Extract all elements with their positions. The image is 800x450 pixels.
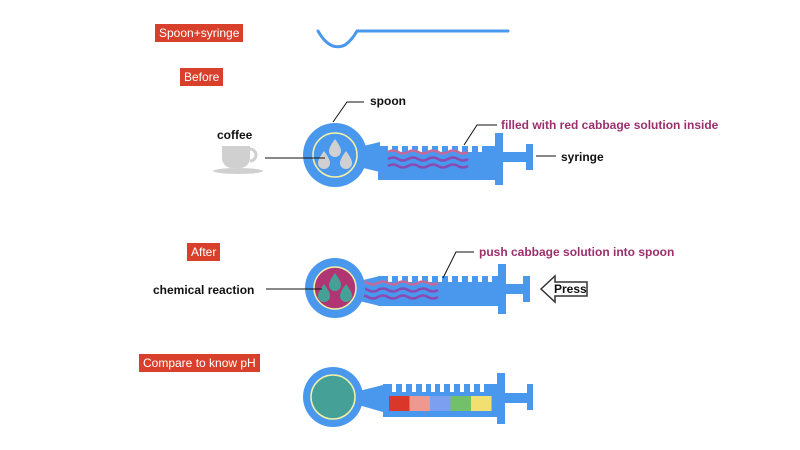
after-assembly: Press — [266, 251, 588, 318]
ph-result-circle — [310, 374, 356, 420]
label-filled: filled with red cabbage solution inside — [501, 118, 719, 132]
label-spoon: spoon — [370, 94, 406, 108]
ph-swatch-blue — [430, 396, 451, 411]
compare-assembly — [303, 367, 533, 427]
tag-before: Before — [180, 68, 224, 86]
label-coffee: coffee — [217, 128, 253, 142]
syringe-before — [355, 133, 533, 185]
tag-spoon-syringe: Spoon+syringe — [155, 24, 244, 42]
before-assembly — [213, 101, 556, 187]
ph-swatch-red — [389, 396, 410, 411]
ph-color-scale — [389, 396, 492, 411]
coffee-cup-icon — [213, 146, 263, 174]
label-syringe: syringe — [561, 150, 604, 164]
coffee-drops-icon — [318, 139, 352, 169]
tag-compare: Compare to know pH — [139, 354, 260, 372]
label-chemical-reaction: chemical reaction — [153, 283, 255, 297]
ph-swatch-green — [450, 396, 471, 411]
reaction-drops-icon — [318, 273, 352, 302]
press-label: Press — [554, 282, 587, 296]
label-push: push cabbage solution into spoon — [479, 245, 675, 259]
press-arrow-icon: Press — [539, 274, 588, 304]
ph-swatch-yellow — [471, 396, 492, 411]
ph-swatch-pink — [409, 396, 430, 411]
tag-after: After — [187, 243, 221, 261]
spoon-syringe-outline-icon — [316, 29, 510, 49]
